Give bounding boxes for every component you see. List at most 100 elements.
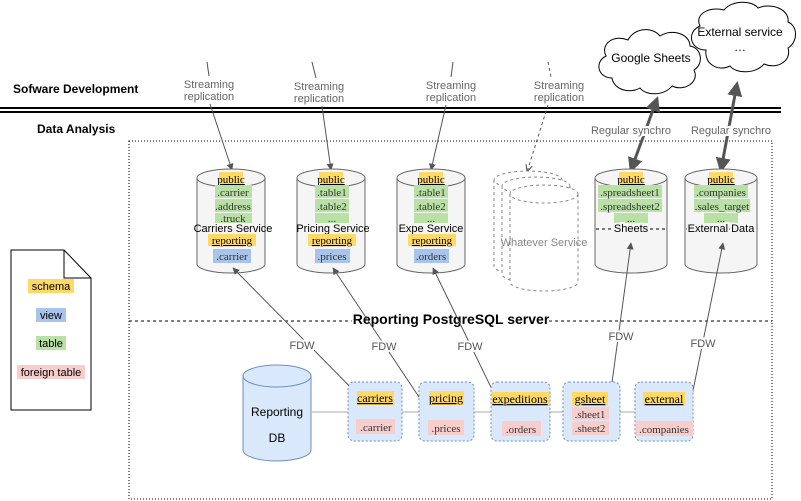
schema-tag bbox=[619, 172, 643, 185]
foreign-table-name: .prices bbox=[431, 423, 460, 435]
reporting-server-title: Reporting PostgreSQL server bbox=[353, 311, 550, 327]
external-service-ellipsis: … bbox=[734, 40, 746, 54]
foreign-table-name: .companies bbox=[639, 424, 689, 436]
regular-synchro-external: Regular synchro bbox=[689, 81, 773, 173]
reporting-schema: reporting bbox=[412, 235, 453, 247]
foreign-table-name: .orders bbox=[506, 424, 536, 436]
streaming-replication-whatever: Streaming replication bbox=[527, 61, 584, 172]
fdw-label: FDW bbox=[608, 331, 634, 343]
table-name: .spreadsheet2 bbox=[600, 201, 660, 213]
view-name: .orders bbox=[416, 251, 446, 263]
foreign-table-tag bbox=[636, 421, 693, 436]
table-tag bbox=[215, 185, 252, 198]
table-tag bbox=[315, 213, 349, 223]
fdw-label: FDW bbox=[690, 338, 716, 350]
service-name: Expe Service bbox=[399, 223, 464, 235]
public-schema: public bbox=[617, 174, 645, 186]
schema-box-pricing: pricing .prices bbox=[418, 381, 475, 442]
table-tag bbox=[215, 213, 252, 223]
legend-schema-swatch bbox=[28, 279, 74, 293]
service-name: Pricing Service bbox=[296, 223, 369, 235]
synchro-arrow bbox=[715, 81, 743, 173]
legend-document bbox=[10, 249, 92, 411]
table-tag bbox=[694, 185, 748, 198]
google-sheets-label: Google Sheets bbox=[611, 51, 690, 65]
streaming-line bbox=[206, 61, 210, 77]
service-name: Carriers Service bbox=[194, 223, 273, 235]
schema-tag bbox=[219, 172, 243, 185]
schema-tag bbox=[429, 391, 464, 405]
whatever-service-db: Whatever Service bbox=[493, 170, 588, 292]
legend-view: view bbox=[40, 310, 62, 322]
cloud-shape bbox=[598, 29, 701, 95]
foreign-table-name: .sheet1 bbox=[575, 409, 606, 421]
view-name: .carrier bbox=[216, 251, 248, 263]
streaming-line bbox=[450, 61, 454, 78]
fdw-arrow-pricing bbox=[332, 267, 430, 413]
regular-synchro-label: Regular synchro bbox=[591, 125, 671, 137]
schema-tag bbox=[643, 392, 685, 406]
replication-label: replication bbox=[184, 91, 234, 103]
foreign-table-name: .carrier bbox=[360, 422, 392, 434]
table-tag bbox=[315, 185, 349, 198]
table-name: .table1 bbox=[317, 187, 347, 199]
reporting-db: Reporting DB bbox=[242, 364, 312, 462]
section-data-analysis: Data Analysis bbox=[37, 122, 116, 136]
schema-name: external bbox=[645, 392, 684, 406]
table-name: ... bbox=[328, 213, 337, 225]
streaming-label: Streaming bbox=[184, 79, 234, 91]
foreign-table-tag bbox=[502, 421, 541, 436]
replication-label: replication bbox=[426, 92, 476, 104]
legend: schema view table foreign table bbox=[10, 249, 92, 411]
google-sheets-cloud: Google Sheets bbox=[598, 29, 701, 95]
fdw-links: FDW FDW FDW FDW FDW bbox=[232, 242, 726, 431]
external-data-db: public .companies .sales_target ... Exte… bbox=[684, 168, 758, 274]
pricing-service-db: public .table1 .table2 ... Pricing Servi… bbox=[296, 168, 370, 274]
fdw-label: FDW bbox=[289, 340, 315, 352]
streaming-label: Streaming bbox=[294, 81, 344, 93]
table-tag bbox=[598, 199, 662, 212]
foreign-table-tag bbox=[572, 421, 609, 435]
streaming-arrow bbox=[209, 103, 234, 171]
table-tag bbox=[694, 199, 750, 212]
external-service-cloud: External service … bbox=[691, 1, 796, 73]
streaming-arrow bbox=[527, 104, 549, 172]
public-schema: public bbox=[217, 174, 245, 186]
view-name: .prices bbox=[317, 251, 346, 263]
schema-tag bbox=[408, 234, 456, 246]
section-software-development: Sofware Development bbox=[13, 82, 138, 96]
foreign-table-tag bbox=[356, 419, 395, 434]
service-name: Whatever Service bbox=[501, 237, 588, 249]
view-tag bbox=[213, 249, 251, 263]
public-schema: public bbox=[707, 174, 735, 186]
schema-tag bbox=[419, 172, 443, 185]
table-name: .companies bbox=[696, 187, 746, 199]
table-tag bbox=[414, 185, 448, 198]
regular-synchro-label: Regular synchro bbox=[691, 125, 771, 137]
fdw-label: FDW bbox=[457, 341, 483, 353]
legend-schema: schema bbox=[32, 281, 71, 293]
service-name: Sheets bbox=[614, 223, 649, 235]
carriers-service-db: public .carrier .address .truck Carriers… bbox=[194, 168, 273, 274]
schema-name: pricing bbox=[429, 391, 463, 405]
table-tag bbox=[414, 213, 448, 223]
table-name: ... bbox=[427, 213, 436, 225]
schema-tag bbox=[709, 172, 733, 185]
reporting-db-label-db: DB bbox=[269, 431, 286, 445]
table-tag bbox=[614, 213, 648, 223]
schema-name: gsheet bbox=[575, 392, 606, 406]
schema-box-external: external .companies bbox=[634, 381, 694, 442]
schema-name: expeditions bbox=[492, 392, 548, 406]
schema-tag bbox=[319, 172, 343, 185]
table-name: .truck bbox=[220, 213, 246, 225]
streaming-label: Streaming bbox=[534, 80, 584, 92]
view-tag bbox=[414, 249, 449, 263]
streaming-replication-carriers: Streaming replication bbox=[184, 61, 234, 171]
replication-label: replication bbox=[534, 92, 584, 104]
reporting-schema: reporting bbox=[212, 235, 253, 247]
foreign-table-name: .sheet2 bbox=[575, 423, 606, 435]
schema-tag bbox=[308, 234, 356, 246]
table-tag bbox=[315, 199, 349, 212]
legend-table: table bbox=[39, 338, 63, 350]
